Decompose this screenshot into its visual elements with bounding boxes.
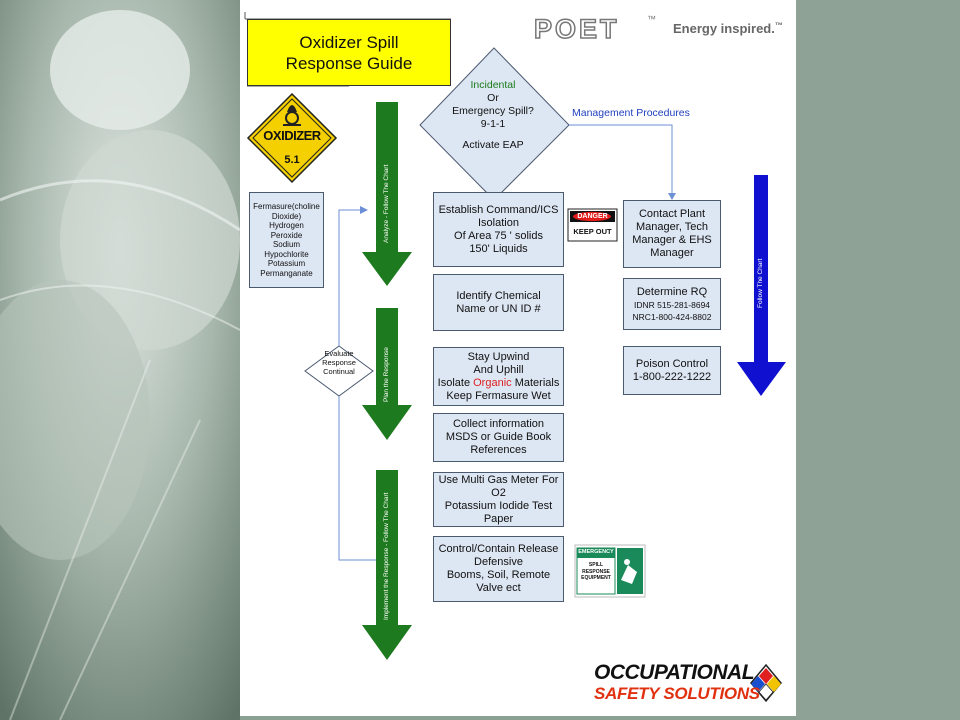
oss-logo-diamond: [750, 663, 782, 703]
poison-control-box: Poison Control 1-800-222-1222: [623, 346, 721, 395]
placard-word: OXIDIZER: [263, 128, 321, 143]
title-line1: Oxidizer Spill: [299, 32, 399, 52]
chemicals-box: Fermasure(choline Dioxide) Hydrogen Pero…: [249, 192, 324, 288]
danger-sign-top: DANGER: [577, 213, 608, 220]
step-line: Manager: [650, 247, 694, 259]
step-line: O2: [491, 486, 506, 499]
evaluate-line: Continual: [323, 367, 355, 376]
step-gas-meter-box: Use Multi Gas Meter For O2 Potassium Iod…: [433, 472, 564, 527]
chemical-line: Sodium Hypochlorite: [264, 240, 309, 259]
step-line: Keep Fermasure Wet: [446, 389, 551, 402]
step-line: And Uphill: [473, 363, 524, 376]
step-line: Potassium Iodide Test: [444, 499, 553, 512]
blue-arrow-follow: [737, 175, 786, 396]
step-line: Identify Chemical: [456, 289, 541, 302]
step-line: 150' Liquids: [469, 242, 528, 255]
step-line: Control/Contain Release: [438, 543, 559, 555]
danger-sign-bottom: KEEP OUT: [573, 227, 612, 236]
chemical-line: Potassium: [267, 259, 306, 268]
step-line: Manager, Tech: [636, 221, 708, 233]
step-line: Paper: [483, 512, 514, 525]
oxidizer-placard: [246, 92, 338, 184]
step-line: Establish Command/ICS: [438, 203, 559, 216]
chart-title: Oxidizer Spill Response Guide: [247, 19, 451, 86]
decision-text: Incidental Or Emergency Spill? 9-1-1 Act…: [428, 79, 558, 152]
evaluate-line: Response: [322, 358, 356, 367]
chemical-line: Dioxide): [271, 211, 302, 221]
evaluate-line: Evaluate: [324, 349, 354, 358]
poet-tm: ™: [647, 14, 656, 24]
rq-phone: NRC1-800-424-8802: [632, 311, 712, 322]
step-line: References: [470, 444, 527, 456]
decision-phone: 9-1-1: [480, 118, 506, 130]
arrow-label-follow: Follow The Chart: [757, 258, 764, 308]
decision-or: Or: [487, 92, 499, 104]
title-line2: Response Guide: [285, 53, 413, 73]
arrow-label-analyze: Analyze - Follow The Chart: [383, 164, 390, 243]
arrow-label-plan: Plan the Response: [383, 347, 390, 402]
step-line: Booms, Soil, Remote: [446, 569, 551, 581]
step-line: Manager & EHS: [632, 234, 712, 246]
step-line: MSDS or Guide Book: [445, 431, 552, 443]
step-line: Use Multi Gas Meter For: [438, 473, 559, 486]
step-line: 1-800-222-1222: [632, 370, 712, 383]
step-collect-box: Collect information MSDS or Guide Book R…: [433, 413, 564, 462]
step-line: Collect information: [452, 418, 545, 430]
chemical-line: Hydrogen Peroxide: [269, 221, 304, 240]
green-arrow-analyze: [362, 102, 412, 286]
oss-logo-line2: SAFETY SOLUTIONS: [594, 684, 760, 703]
step-line: Defensive: [474, 556, 523, 568]
step-line: Valve ect: [476, 582, 521, 594]
step-line: Contact Plant: [638, 208, 706, 220]
poet-logo: POET: [533, 13, 620, 45]
step-command-box: Establish Command/ICS Isolation Of Area …: [433, 192, 564, 267]
spill-sign-top: EMERGENCY: [578, 549, 614, 555]
danger-sign: [567, 208, 618, 242]
spill-sign: [574, 544, 646, 598]
green-arrow-plan: [362, 308, 412, 440]
step-identify-box: Identify Chemical Name or UN ID #: [433, 274, 564, 331]
decision-action: Activate EAP: [462, 139, 524, 151]
arrow-label-implement: Implement the Response - Follow The Char…: [383, 492, 390, 620]
step-line: Of Area 75 ' solids: [454, 229, 543, 242]
management-procedures-label: Management Procedures: [572, 107, 690, 119]
decision-incidental: Incidental: [470, 79, 516, 91]
rq-phone: IDNR 515-281-8694: [633, 299, 711, 310]
step-line: Poison Control: [635, 357, 709, 370]
step-line: Isolation: [478, 216, 519, 229]
placard-class: 5.1: [284, 154, 300, 166]
rq-title: Determine RQ: [636, 285, 708, 298]
step-upwind-box: Stay Upwind And Uphill Isolate Organic M…: [433, 347, 564, 406]
step-line: Name or UN ID #: [456, 302, 541, 315]
step-line: Isolate Organic Materials: [437, 376, 560, 389]
determine-rq-box: Determine RQ IDNR 515-281-8694 NRC1-800-…: [623, 278, 721, 330]
oss-logo-line1: OCCUPATIONAL: [594, 661, 755, 684]
step-control-box: Control/Contain Release Defensive Booms,…: [433, 536, 564, 602]
spill-sign-text: SPILL RESPONSE EQUIPMENT: [581, 562, 611, 581]
step-line: Stay Upwind: [467, 350, 530, 363]
green-arrow-implement: [362, 470, 412, 660]
poet-tagline: Energy inspired.™: [673, 21, 783, 36]
contact-manager-box: Contact Plant Manager, Tech Manager & EH…: [623, 200, 721, 268]
chemical-line: Permanganate: [260, 268, 313, 278]
evaluate-text: Evaluate Response Continual: [306, 349, 372, 376]
chemical-line: Fermasure(choline: [253, 202, 320, 211]
decision-emergency: Emergency Spill?: [452, 105, 534, 117]
